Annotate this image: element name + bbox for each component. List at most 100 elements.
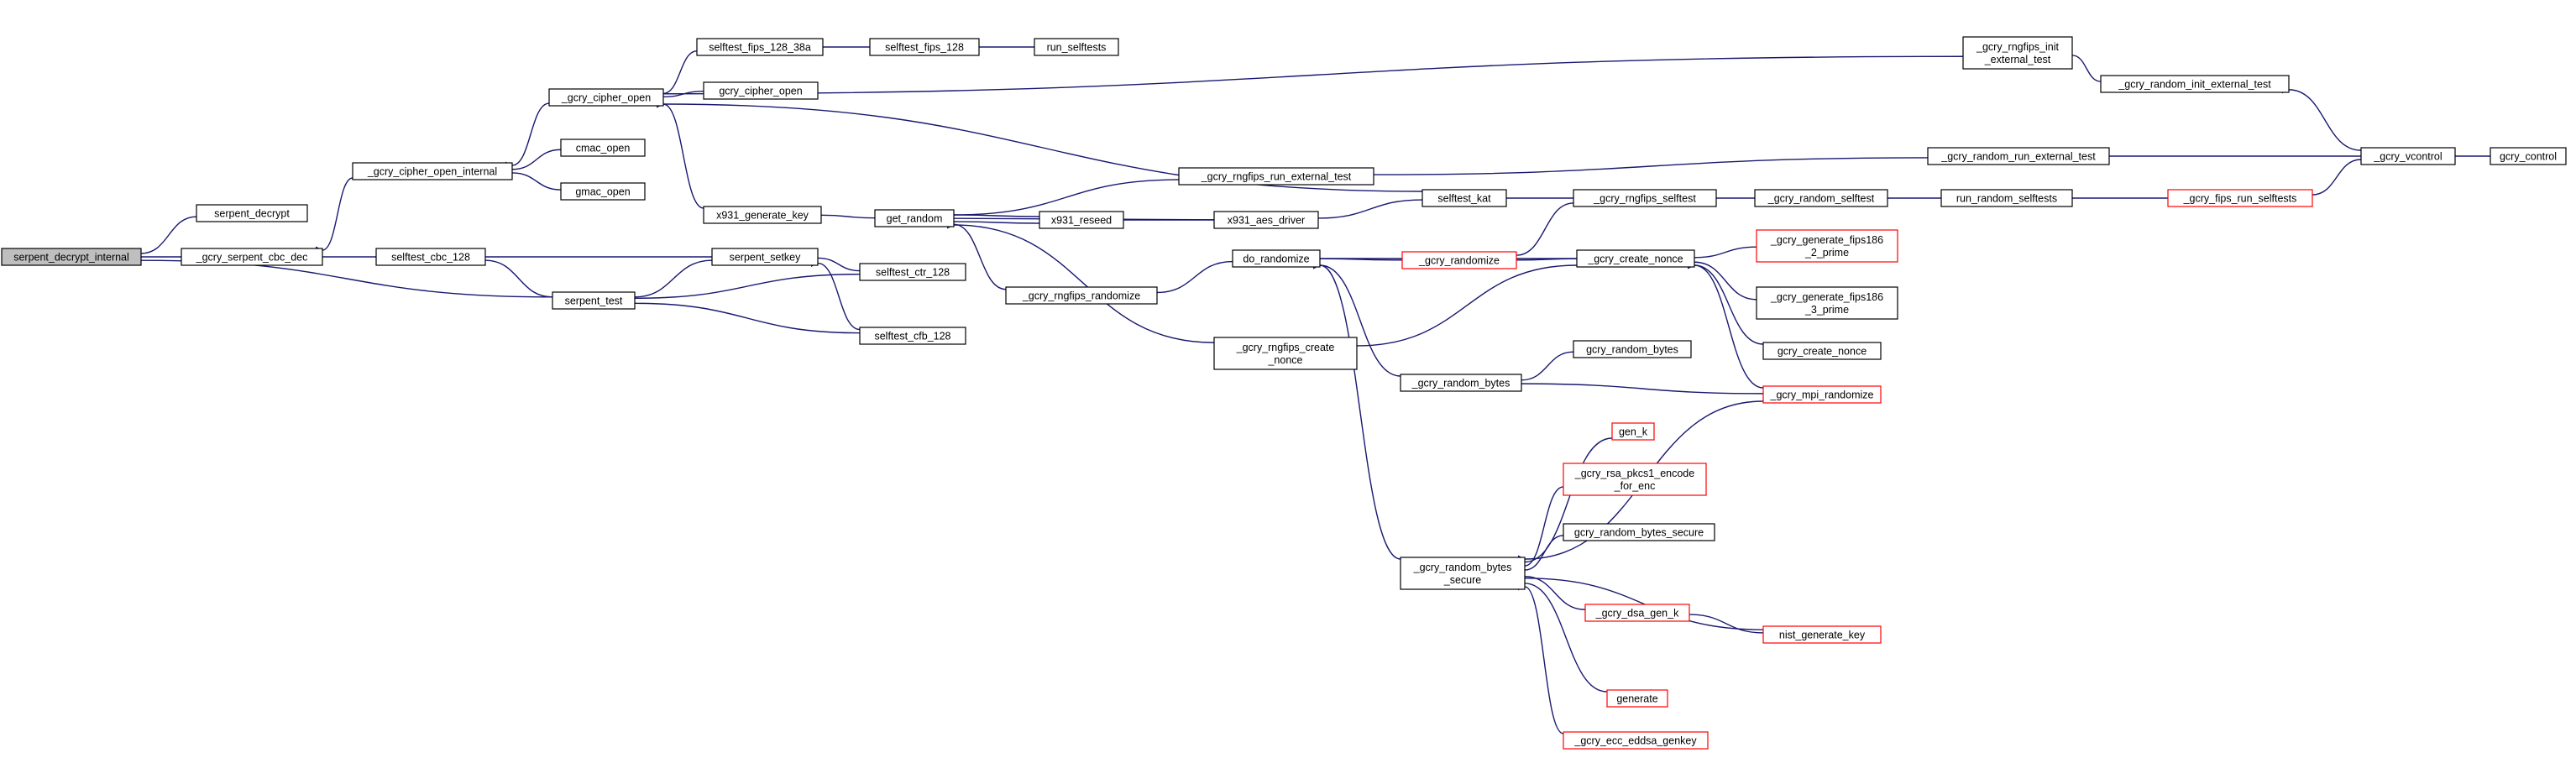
node-box[interactable] xyxy=(375,248,486,266)
node-gcry-create-nonce-pub[interactable]: gcry_create_nonce xyxy=(1762,342,1882,360)
node-gcry-control[interactable]: gcry_control xyxy=(2490,147,2567,165)
node-selftest-kat[interactable]: selftest_kat xyxy=(1422,189,1507,207)
node-box[interactable] xyxy=(1400,374,1522,392)
node-box[interactable] xyxy=(2360,147,2456,165)
node-do-randomize[interactable]: do_randomize xyxy=(1232,249,1321,268)
node-gcry-rngfips-create-nonce[interactable]: _gcry_rngfips_create_nonce xyxy=(1213,337,1358,370)
node-box[interactable] xyxy=(1563,731,1709,750)
node-gcry-vcontrol[interactable]: _gcry_vcontrol xyxy=(2360,147,2456,165)
node-box[interactable] xyxy=(1034,38,1119,56)
node-gcry-random-run-external-test[interactable]: _gcry_random_run_external_test xyxy=(1927,147,2110,165)
node-box[interactable] xyxy=(859,263,966,281)
node-selftest-cbc-128[interactable]: selftest_cbc_128 xyxy=(375,248,486,266)
node-gcry-cipher-open-pub[interactable]: gcry_cipher_open xyxy=(703,81,819,100)
node-box[interactable] xyxy=(859,327,966,345)
node-box[interactable] xyxy=(1762,342,1882,360)
node-gcry-generate-fips186-3-prime[interactable]: _gcry_generate_fips186_3_prime xyxy=(1756,286,1898,320)
node-box[interactable] xyxy=(1005,286,1158,305)
node-box[interactable] xyxy=(1584,604,1690,622)
node-x931-aes-driver[interactable]: x931_aes_driver xyxy=(1213,211,1319,229)
node-gmac-open[interactable]: gmac_open xyxy=(560,182,646,201)
node-gcry-rngfips-run-external-test[interactable]: _gcry_rngfips_run_external_test xyxy=(1178,167,1374,186)
node-box[interactable] xyxy=(1754,189,1888,207)
node-box[interactable] xyxy=(552,291,636,310)
node-box[interactable] xyxy=(1573,189,1717,207)
node-run-random-selftests[interactable]: run_random_selftests xyxy=(1940,189,2073,207)
node-box[interactable] xyxy=(2100,75,2290,93)
node-box[interactable] xyxy=(869,38,980,56)
node-box[interactable] xyxy=(711,248,819,266)
node-box[interactable] xyxy=(1213,211,1319,229)
node-box[interactable] xyxy=(1039,211,1124,229)
node-box[interactable] xyxy=(703,206,822,224)
node-gcry-create-nonce[interactable]: _gcry_create_nonce xyxy=(1576,249,1695,268)
node-gcry-random-bytes-secure-pub[interactable]: gcry_random_bytes_secure xyxy=(1563,523,1715,541)
node-box[interactable] xyxy=(696,38,824,56)
node-gcry-random-bytes-pub[interactable]: gcry_random_bytes xyxy=(1573,340,1692,358)
node-gen-k[interactable]: gen_k xyxy=(1611,422,1655,441)
node-box[interactable] xyxy=(560,182,646,201)
node-box[interactable] xyxy=(1563,523,1715,541)
node-box[interactable] xyxy=(1400,557,1526,590)
node-gcry-cipher-open[interactable]: _gcry_cipher_open xyxy=(548,88,664,107)
node-box[interactable] xyxy=(1178,167,1374,186)
node-box[interactable] xyxy=(1756,229,1898,263)
node-serpent-test[interactable]: serpent_test xyxy=(552,291,636,310)
node-gcry-randomize[interactable]: _gcry_randomize xyxy=(1401,251,1517,269)
node-box[interactable] xyxy=(1756,286,1898,320)
node-gcry-rngfips-init-external-test[interactable]: _gcry_rngfips_init_external_test xyxy=(1962,36,2073,70)
node-box[interactable] xyxy=(1576,249,1695,268)
node-box[interactable] xyxy=(1940,189,2073,207)
node-box[interactable] xyxy=(1,248,142,266)
node-gcry-random-bytes[interactable]: _gcry_random_bytes xyxy=(1400,374,1522,392)
node-box[interactable] xyxy=(1611,422,1655,441)
node-box[interactable] xyxy=(874,209,955,227)
node-box[interactable] xyxy=(1213,337,1358,370)
node-box[interactable] xyxy=(1232,249,1321,268)
node-box[interactable] xyxy=(1962,36,2073,70)
node-gcry-fips-run-selftests[interactable]: _gcry_fips_run_selftests xyxy=(2167,189,2313,207)
node-gcry-rsa-pkcs1-encode-for-enc[interactable]: _gcry_rsa_pkcs1_encode_for_enc xyxy=(1563,463,1707,496)
node-gcry-random-selftest[interactable]: _gcry_random_selftest xyxy=(1754,189,1888,207)
node-box[interactable] xyxy=(2167,189,2313,207)
node-selftest-fips-128[interactable]: selftest_fips_128 xyxy=(869,38,980,56)
node-box[interactable] xyxy=(1401,251,1517,269)
node-run-selftests[interactable]: run_selftests xyxy=(1034,38,1119,56)
node-gcry-random-bytes-secure[interactable]: _gcry_random_bytes_secure xyxy=(1400,557,1526,590)
node-box[interactable] xyxy=(352,162,513,180)
node-box[interactable] xyxy=(560,139,646,157)
node-box[interactable] xyxy=(2490,147,2567,165)
node-gcry-random-init-external-test[interactable]: _gcry_random_init_external_test xyxy=(2100,75,2290,93)
node-gcry-cipher-open-internal[interactable]: _gcry_cipher_open_internal xyxy=(352,162,513,180)
node-gcry-ecc-eddsa-genkey[interactable]: _gcry_ecc_eddsa_genkey xyxy=(1563,731,1709,750)
node-serpent-decrypt[interactable]: serpent_decrypt xyxy=(196,204,308,222)
node-box[interactable] xyxy=(181,248,323,266)
node-selftest-fips-128-38a[interactable]: selftest_fips_128_38a xyxy=(696,38,824,56)
node-gcry-generate-fips186-2-prime[interactable]: _gcry_generate_fips186_2_prime xyxy=(1756,229,1898,263)
node-generate[interactable]: generate xyxy=(1606,689,1668,708)
node-box[interactable] xyxy=(1927,147,2110,165)
node-serpent-decrypt-internal[interactable]: serpent_decrypt_internal xyxy=(1,248,142,266)
node-selftest-ctr-128[interactable]: selftest_ctr_128 xyxy=(859,263,966,281)
node-gcry-serpent-cbc-dec[interactable]: _gcry_serpent_cbc_dec xyxy=(181,248,323,266)
node-box[interactable] xyxy=(1573,340,1692,358)
node-box[interactable] xyxy=(196,204,308,222)
node-box[interactable] xyxy=(703,81,819,100)
node-box[interactable] xyxy=(1563,463,1707,496)
node-box[interactable] xyxy=(1422,189,1507,207)
node-selftest-cfb-128[interactable]: selftest_cfb_128 xyxy=(859,327,966,345)
node-box[interactable] xyxy=(1762,385,1882,404)
node-serpent-setkey[interactable]: serpent_setkey xyxy=(711,248,819,266)
node-box[interactable] xyxy=(1606,689,1668,708)
node-cmac-open[interactable]: cmac_open xyxy=(560,139,646,157)
node-box[interactable] xyxy=(1762,625,1882,644)
node-gcry-mpi-randomize[interactable]: _gcry_mpi_randomize xyxy=(1762,385,1882,404)
node-gcry-rngfips-selftest[interactable]: _gcry_rngfips_selftest xyxy=(1573,189,1717,207)
node-get-random[interactable]: get_random xyxy=(874,209,955,227)
node-x931-reseed[interactable]: x931_reseed xyxy=(1039,211,1124,229)
node-gcry-rngfips-randomize[interactable]: _gcry_rngfips_randomize xyxy=(1005,286,1158,305)
node-nist-generate-key[interactable]: nist_generate_key xyxy=(1762,625,1882,644)
node-box[interactable] xyxy=(548,88,664,107)
node-x931-generate-key[interactable]: x931_generate_key xyxy=(703,206,822,224)
node-gcry-dsa-gen-k[interactable]: _gcry_dsa_gen_k xyxy=(1584,604,1690,622)
